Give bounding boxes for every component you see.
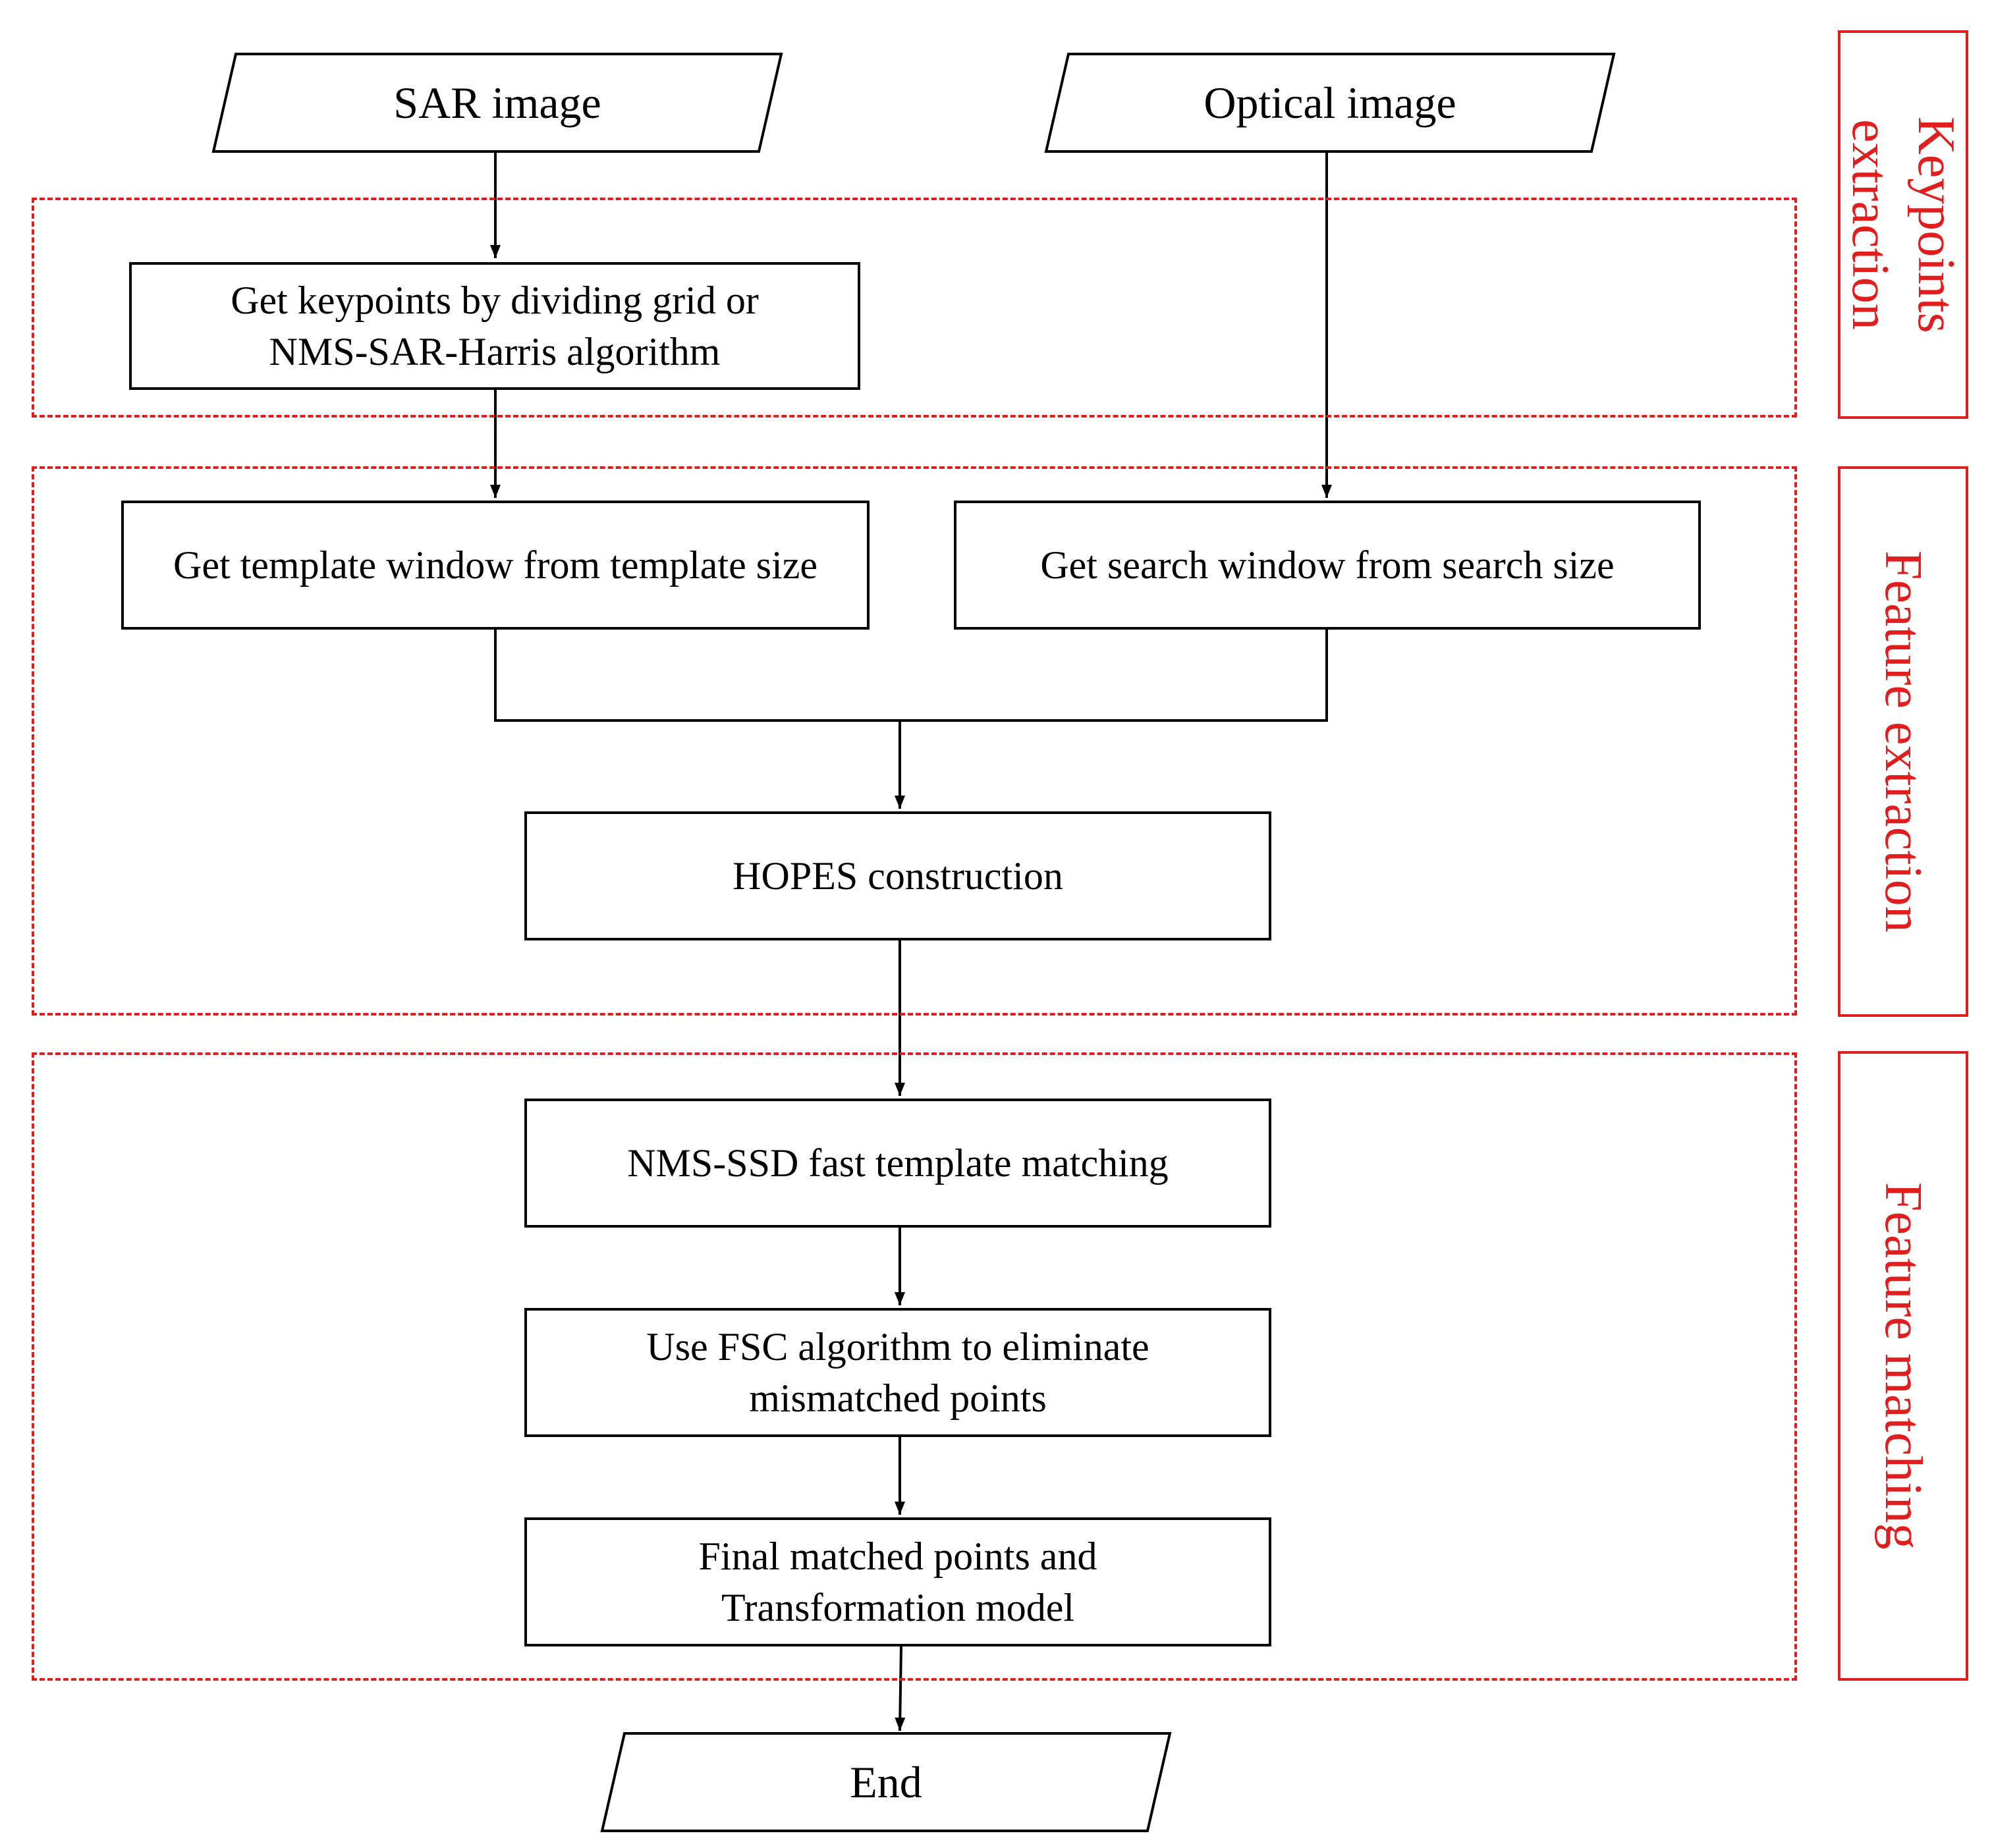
stage-label-keypoints-extraction: Keypoints extraction	[1838, 30, 1968, 419]
template-window-box: Get template window from template size	[121, 501, 870, 630]
optical-image-label: Optical image	[1204, 77, 1456, 128]
final-matched-points-box: Final matched points and Transformation …	[524, 1517, 1271, 1646]
sar-image-label: SAR image	[393, 77, 601, 128]
merge-connector	[494, 630, 1328, 722]
optical-image-shape	[1044, 53, 1616, 153]
stage-label-keypoints-extraction-text: Keypoints extraction	[1841, 116, 1965, 333]
sar-image-shape	[211, 53, 783, 153]
arrow-final-to-end	[895, 1646, 906, 1731]
hopes-construction-label: HOPES construction	[733, 854, 1063, 898]
stage-frame-feature-extraction	[32, 466, 1797, 1016]
stage-label-feature-extraction: Feature extraction	[1838, 466, 1968, 1017]
search-window-box: Get search window from search size	[954, 501, 1701, 630]
fsc-elimination-box: Use FSC algorithm to eliminate mismatche…	[524, 1308, 1271, 1437]
stage-label-feature-matching-text: Feature matching	[1874, 1182, 1932, 1550]
get-keypoints-box: Get keypoints by dividing grid or NMS-SA…	[129, 262, 860, 390]
end-label: End	[850, 1756, 922, 1807]
stage-label-feature-extraction-text: Feature extraction	[1874, 551, 1932, 933]
end-shape	[600, 1732, 1172, 1832]
search-window-label: Get search window from search size	[1040, 543, 1615, 587]
stage-frame-keypoints-extraction	[32, 198, 1797, 418]
final-matched-points-label: Final matched points and Transformation …	[698, 1535, 1097, 1629]
get-keypoints-label: Get keypoints by dividing grid or NMS-SA…	[231, 279, 759, 373]
nms-ssd-matching-label: NMS-SSD fast template matching	[627, 1141, 1169, 1185]
fsc-elimination-label: Use FSC algorithm to eliminate mismatche…	[646, 1325, 1149, 1420]
template-window-label: Get template window from template size	[173, 543, 818, 587]
nms-ssd-matching-box: NMS-SSD fast template matching	[524, 1099, 1271, 1228]
stage-frame-feature-matching	[32, 1052, 1797, 1681]
stage-label-feature-matching: Feature matching	[1838, 1051, 1968, 1681]
hopes-construction-box: HOPES construction	[524, 811, 1271, 940]
